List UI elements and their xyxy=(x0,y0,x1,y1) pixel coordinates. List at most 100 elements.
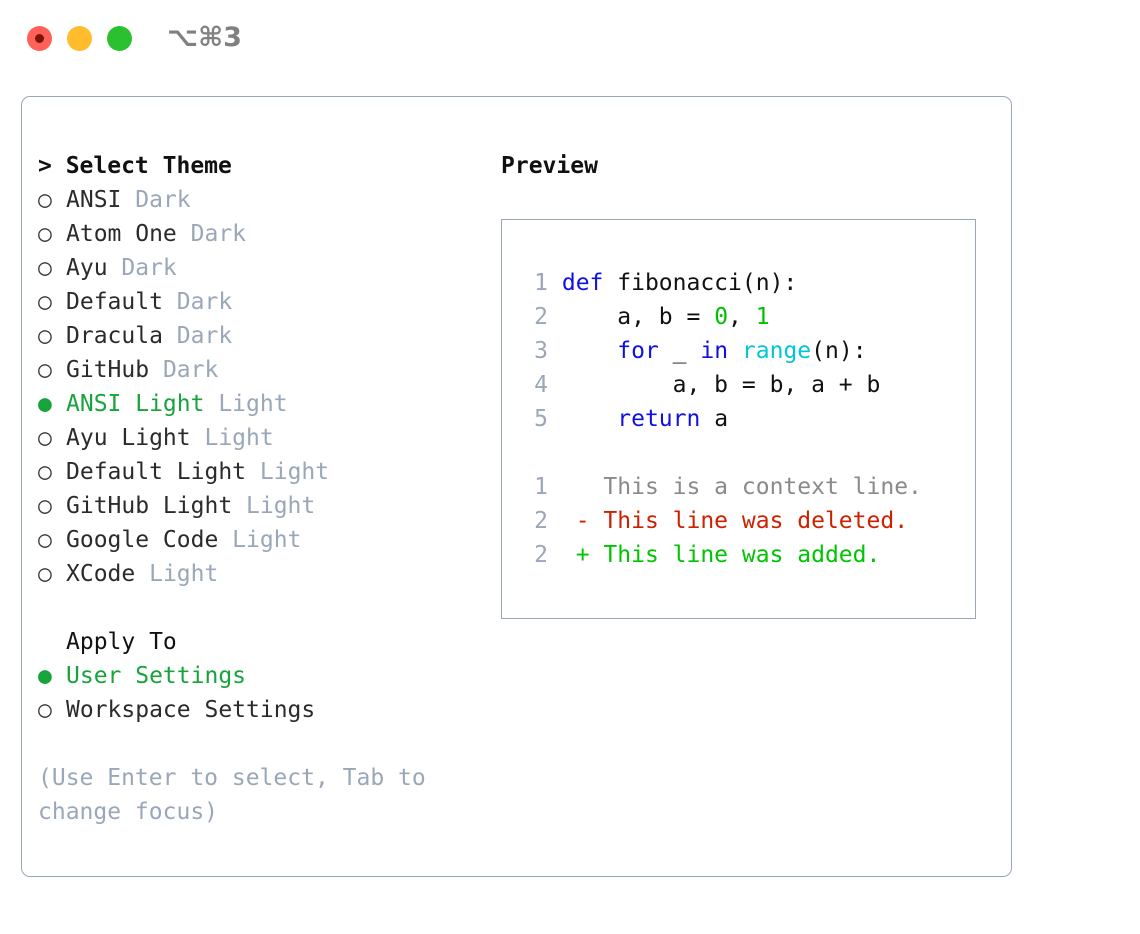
code-token: a xyxy=(700,406,729,432)
radio-unselected-icon[interactable]: ○ xyxy=(38,527,52,553)
radio-unselected-icon[interactable]: ○ xyxy=(38,697,52,723)
code-token: 0 xyxy=(714,304,729,330)
radio-selected-icon[interactable]: ● xyxy=(38,391,52,417)
code-preview-spacer xyxy=(518,436,922,470)
theme-option-xcode[interactable]: ○ XCode Light xyxy=(38,557,488,591)
keyboard-hint-text: (Use Enter to select, Tab to change focu… xyxy=(38,765,426,825)
theme-name: Ayu xyxy=(66,255,122,281)
code-token: a, b = b, a + b xyxy=(561,372,881,398)
theme-option-github-light[interactable]: ○ GitHub Light Light xyxy=(38,489,488,523)
code-token xyxy=(728,338,742,364)
code-token xyxy=(562,338,617,364)
line-number: 4 xyxy=(534,372,548,398)
close-button[interactable] xyxy=(27,26,52,51)
maximize-button[interactable] xyxy=(107,26,132,51)
theme-option-ansi-light[interactable]: ● ANSI Light Light xyxy=(38,387,488,421)
radio-unselected-icon[interactable]: ○ xyxy=(38,459,52,485)
theme-name: ANSI Light xyxy=(66,391,219,417)
radio-unselected-icon[interactable]: ○ xyxy=(38,289,52,315)
apply-to-title: Apply To xyxy=(66,629,177,655)
preview-title: Preview xyxy=(501,153,598,179)
code-token: a, b = xyxy=(561,304,715,330)
line-number: 1 xyxy=(534,474,548,500)
apply-to-section: Apply To ●User Settings ○ Workspace Settin… xyxy=(38,625,488,727)
radio-unselected-icon[interactable]: ○ xyxy=(38,357,52,383)
code-line: 2 a, b = 0, 1 xyxy=(518,300,922,334)
line-number: 2 xyxy=(534,304,548,330)
theme-name: Atom One xyxy=(66,221,191,247)
theme-variant: Light xyxy=(246,493,316,519)
theme-name: GitHub xyxy=(66,357,163,383)
theme-variant: Dark xyxy=(190,221,247,247)
code-token: 1 xyxy=(755,304,770,330)
theme-name: GitHub Light xyxy=(66,493,247,519)
theme-name: Default Light xyxy=(66,459,260,485)
code-token: _ xyxy=(658,338,701,364)
code-line: 4 a, b = b, a + b xyxy=(518,368,922,402)
diff-text: + This line was added. xyxy=(575,542,881,568)
theme-variant: Dark xyxy=(176,323,233,349)
line-number: 2 xyxy=(534,542,548,568)
theme-selection-column: > Select Theme ○ANSI Dark○Atom One Dark○… xyxy=(38,149,488,727)
theme-variant: Light xyxy=(149,561,219,587)
line-number: 3 xyxy=(534,338,548,364)
theme-name: Ayu Light xyxy=(66,425,205,451)
radio-unselected-icon[interactable]: ○ xyxy=(38,493,52,519)
code-token: range xyxy=(741,338,812,364)
title-bar: ⌥⌘3 xyxy=(0,0,1140,78)
select-theme-title: > Select Theme xyxy=(38,153,232,179)
theme-name: Default xyxy=(66,289,177,315)
minimize-button[interactable] xyxy=(67,26,92,51)
code-token: , xyxy=(728,304,756,330)
code-token: def xyxy=(561,270,604,296)
theme-option-ansi[interactable]: ○ ANSI Dark xyxy=(38,183,488,217)
code-token: for xyxy=(617,338,659,364)
theme-variant: Dark xyxy=(121,255,177,281)
theme-option-atom-one[interactable]: ○ Atom One Dark xyxy=(38,217,488,251)
apply-to-option-user-settings[interactable]: ●User Settings xyxy=(38,659,488,693)
theme-name: Google Code xyxy=(66,527,233,553)
radio-unselected-icon[interactable]: ○ xyxy=(38,187,52,213)
radio-unselected-icon[interactable]: ○ xyxy=(38,323,52,349)
theme-option-ayu-light[interactable]: ○ Ayu Light Light xyxy=(38,421,488,455)
code-line: 5 return a xyxy=(518,402,922,436)
theme-name: XCode xyxy=(66,561,150,587)
radio-unselected-icon[interactable]: ○ xyxy=(38,221,52,247)
diff-line-ctx: 1 This is a context line. xyxy=(518,470,922,504)
code-line: 3 for _ in range(n): xyxy=(518,334,922,368)
radio-unselected-icon[interactable]: ○ xyxy=(38,561,52,587)
theme-variant: Dark xyxy=(162,357,219,383)
theme-option-github[interactable]: ○ GitHub Dark xyxy=(38,353,488,387)
theme-list[interactable]: ○ ANSI Dark ○ Atom One Dark ○ Ayu Dark ○ Defaul… xyxy=(38,183,488,591)
theme-variant: Light xyxy=(218,391,288,417)
diff-text: This is a context line. xyxy=(575,474,922,500)
line-number: 1 xyxy=(534,270,548,296)
theme-name: Dracula xyxy=(66,323,177,349)
radio-unselected-icon[interactable]: ○ xyxy=(38,425,52,451)
theme-variant: Dark xyxy=(135,187,191,213)
theme-variant: Dark xyxy=(176,289,233,315)
diff-text: - This line was deleted. xyxy=(575,508,909,534)
radio-unselected-icon[interactable]: ○ xyxy=(38,255,52,281)
theme-variant: Light xyxy=(204,425,274,451)
theme-option-google-code[interactable]: ○ Google Code Light xyxy=(38,523,488,557)
diff-line-add: 2 + This line was added. xyxy=(518,538,922,572)
apply-to-label: Workspace Settings xyxy=(66,697,316,723)
code-token: return xyxy=(617,406,701,432)
code-token xyxy=(562,406,617,432)
theme-picker-panel: > Select Theme ○ANSI Dark○Atom One Dark○… xyxy=(21,96,1012,877)
code-line: 1 def fibonacci(n): xyxy=(518,266,922,300)
code-token: (n): xyxy=(811,338,867,364)
theme-option-default-light[interactable]: ○Default Light Light xyxy=(38,455,488,489)
diff-line-del: 2 - This line was deleted. xyxy=(518,504,922,538)
theme-option-default[interactable]: ○ Default Dark xyxy=(38,285,488,319)
theme-name: ANSI xyxy=(66,187,136,213)
theme-option-dracula[interactable]: ○ Dracula Dark xyxy=(38,319,488,353)
radio-selected-icon[interactable]: ● xyxy=(38,663,52,689)
theme-option-ayu[interactable]: ○ Ayu Dark xyxy=(38,251,488,285)
apply-to-list[interactable]: ●User Settings ○ Workspace Settings xyxy=(38,659,488,727)
theme-variant: Light xyxy=(232,527,302,553)
apply-to-option-workspace-settings[interactable]: ○ Workspace Settings xyxy=(38,693,488,727)
keyboard-shortcut-badge: ⌥⌘3 xyxy=(167,22,242,53)
